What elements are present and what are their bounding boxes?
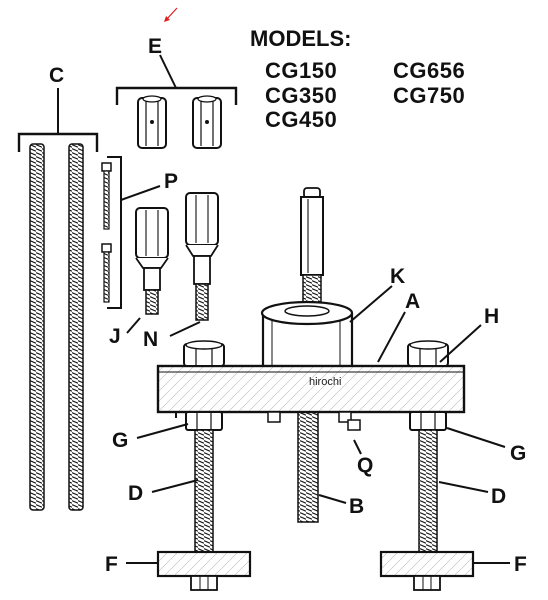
label-p: P bbox=[164, 170, 178, 193]
part-g-nut-left bbox=[185, 411, 223, 431]
annotation-arrow-icon bbox=[164, 7, 178, 22]
part-q-small-screws bbox=[267, 411, 361, 431]
watermark-text: hirochi bbox=[309, 376, 341, 388]
part-b-center-screw bbox=[297, 187, 324, 523]
part-h-top-nut-left bbox=[183, 340, 225, 367]
part-k-cylinder bbox=[260, 300, 354, 372]
label-f-right: F bbox=[514, 553, 527, 576]
label-k: K bbox=[390, 265, 405, 288]
part-d-leg-left bbox=[194, 429, 214, 553]
part-c-threaded-rods bbox=[17, 88, 99, 511]
part-n-adapter bbox=[169, 192, 219, 337]
label-c: C bbox=[49, 64, 64, 87]
part-g-nut-right bbox=[409, 411, 447, 431]
model-cg656: CG656 bbox=[393, 58, 465, 83]
label-g-right: G bbox=[510, 442, 526, 465]
model-cg450: CG450 bbox=[265, 107, 337, 132]
model-cg150: CG150 bbox=[265, 58, 337, 83]
part-a-yoke-bar bbox=[156, 364, 466, 418]
part-e-adapters bbox=[115, 54, 238, 149]
label-e: E bbox=[148, 35, 162, 58]
label-h: H bbox=[484, 305, 499, 328]
label-j: J bbox=[109, 325, 121, 348]
label-b: B bbox=[349, 495, 364, 518]
models-block: MODELS: CG150 CG350 CG450 CG656 CG750 bbox=[250, 26, 465, 132]
part-j-adapter bbox=[126, 207, 169, 334]
part-d-leg-right bbox=[418, 429, 438, 553]
label-n: N bbox=[143, 328, 158, 351]
label-f-left: F bbox=[105, 553, 118, 576]
part-f-foot-left bbox=[156, 550, 252, 591]
label-q: Q bbox=[357, 454, 373, 477]
label-a: A bbox=[405, 290, 420, 313]
label-g-left: G bbox=[112, 429, 128, 452]
label-d-left: D bbox=[128, 482, 143, 505]
model-cg350: CG350 bbox=[265, 83, 337, 108]
model-cg750: CG750 bbox=[393, 83, 465, 108]
part-h-top-nut-right bbox=[407, 340, 449, 367]
part-p-bolts bbox=[101, 156, 161, 309]
part-f-foot-right bbox=[379, 550, 475, 591]
label-d-right: D bbox=[491, 485, 506, 508]
models-heading: MODELS: bbox=[250, 26, 351, 51]
leader-lines bbox=[126, 285, 510, 564]
